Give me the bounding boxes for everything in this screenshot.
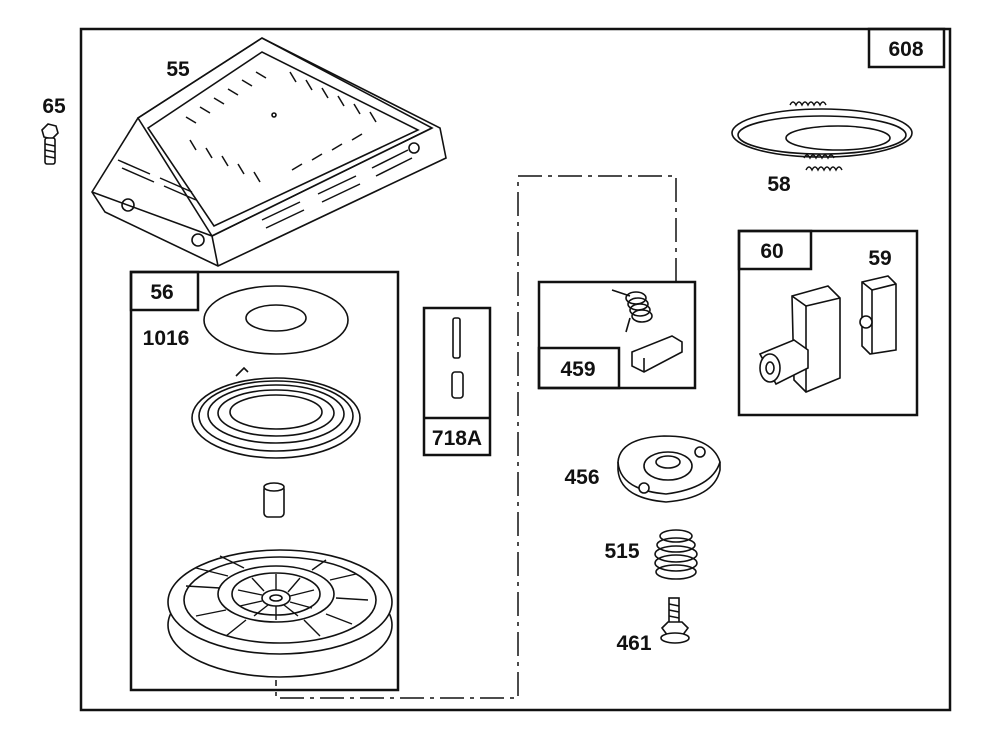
pawl-retainer-icon [617,435,721,503]
pulley-pin-icon [263,482,285,518]
handle-insert-callout: 59 [868,247,891,270]
retainer-callout: 456 [564,466,599,489]
pin-kit-number: 718A [432,427,482,450]
pawl-icon [631,335,683,373]
pulley-icon [167,549,393,678]
pulley-kit-box: 56 [129,270,400,692]
screw-callout: 461 [616,632,651,655]
handle-kit-box: 60 [737,229,919,417]
assembly-frame [79,27,952,712]
compression-spring-icon [654,529,698,580]
spring-callout: 515 [604,540,639,563]
handle-kit-number: 60 [760,240,783,263]
handle-insert-icon [859,275,897,355]
connector-line [275,175,677,699]
starter-handle-icon [758,285,841,393]
spring-washer-callout: 1016 [143,327,190,350]
bolt-icon [41,123,59,165]
pawl-kit-number: 459 [560,358,595,381]
bolt-callout: 65 [42,95,66,118]
blower-housing-icon [91,37,447,267]
assembly-number: 608 [888,38,923,61]
pawl-kit-box: 459 [537,280,697,390]
pin-icon [451,317,464,399]
pin-kit-box: 718A [422,306,492,457]
rope-callout: 58 [767,173,791,196]
recoil-spring-icon [191,366,361,459]
pawl-spring-icon [611,289,653,333]
washer-icon [203,285,349,355]
assembly-callout-box: 608 [867,27,946,69]
pulley-kit-number: 56 [150,281,173,304]
starter-rope-icon [731,101,913,172]
screw-icon [660,597,690,644]
housing-callout: 55 [166,58,190,81]
